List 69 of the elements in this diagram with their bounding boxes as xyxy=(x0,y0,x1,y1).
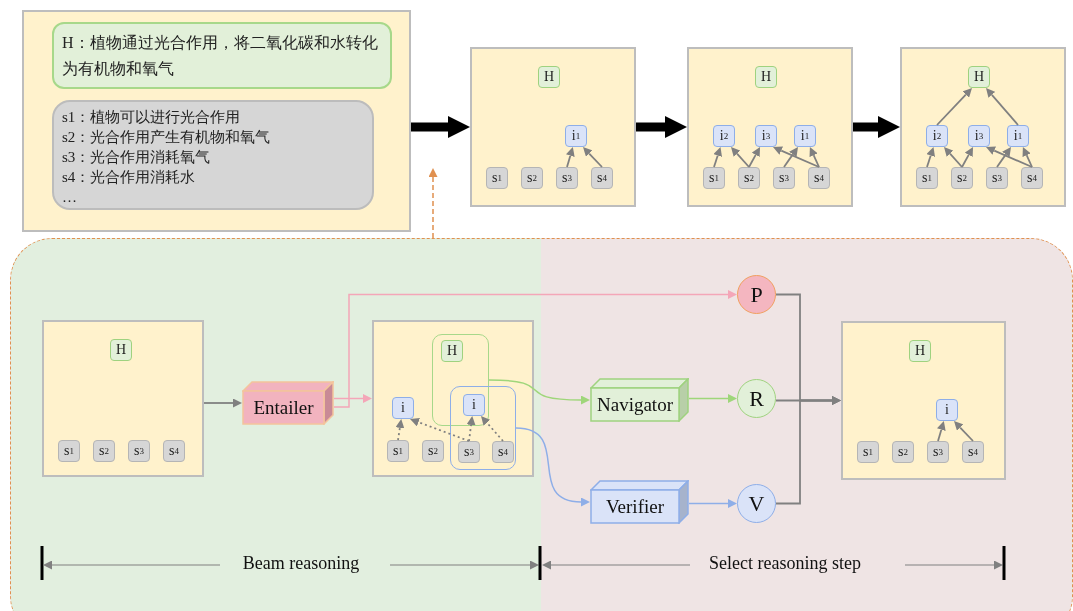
hypothesis-box: H xyxy=(909,340,931,362)
arrow xyxy=(775,396,841,505)
arrow xyxy=(748,147,761,168)
arrow xyxy=(515,427,590,507)
arrow xyxy=(466,416,476,442)
block-label: Verifier xyxy=(605,495,665,519)
arrow xyxy=(488,379,590,405)
arrow xyxy=(986,146,1033,168)
arrow xyxy=(203,398,242,408)
stage-label: Beam reasoning xyxy=(242,553,360,574)
module-block xyxy=(242,381,334,425)
arrow xyxy=(688,499,737,508)
arrow xyxy=(1022,147,1033,168)
arrow xyxy=(944,147,963,168)
intermediate-box: i xyxy=(463,394,485,416)
arrow xyxy=(996,147,1011,168)
score-circle: P xyxy=(737,275,776,314)
score-circle: V xyxy=(737,484,776,523)
module-block xyxy=(590,480,689,524)
text-line: s3：光合作用消耗氧气 xyxy=(62,148,211,167)
arrow xyxy=(583,147,603,168)
state-panel xyxy=(687,47,853,207)
state-panel xyxy=(22,10,411,232)
text-line: … xyxy=(62,188,77,207)
arrow xyxy=(926,147,935,168)
arrow xyxy=(411,116,470,138)
hypothesis-box: H xyxy=(538,66,560,88)
hypothesis-box: H xyxy=(968,66,990,88)
hypothesis-box: H：植物通过光合作用，将二氧化碳和水转化为有机物和氧气 xyxy=(52,22,392,89)
dashed-container xyxy=(10,238,1073,611)
block-label: Navigator xyxy=(596,393,674,417)
text-line: s1：植物可以进行光合作用 xyxy=(62,108,241,127)
text-line: s2：光合作用产生有机物和氧气 xyxy=(62,128,271,147)
state-panel xyxy=(900,47,1066,207)
score-circle: R xyxy=(737,379,776,418)
stage-label: Select reasoning step xyxy=(709,553,861,574)
hypothesis-box: H xyxy=(755,66,777,88)
state-panel xyxy=(42,320,204,477)
arrow xyxy=(566,147,575,168)
arrow xyxy=(937,421,946,442)
block-label: Entailer xyxy=(252,396,315,420)
arrow xyxy=(731,147,750,168)
state-panel xyxy=(470,47,636,207)
arrow xyxy=(936,88,972,126)
intermediate-box: i xyxy=(392,397,414,419)
arrow xyxy=(688,394,737,403)
arrow xyxy=(481,416,504,442)
arrow xyxy=(853,116,900,138)
arrow xyxy=(773,146,820,168)
arrow xyxy=(333,394,372,403)
arrow xyxy=(809,147,820,168)
arrow xyxy=(961,147,974,168)
state-panel xyxy=(841,321,1006,480)
arrow xyxy=(783,147,798,168)
text-line: s4：光合作用消耗水 xyxy=(62,168,196,187)
arrow xyxy=(954,421,974,442)
module-block xyxy=(590,378,689,422)
hypothesis-box: H xyxy=(110,339,132,361)
premise-list-box xyxy=(52,100,374,210)
arrow xyxy=(410,417,470,442)
state-panel xyxy=(372,320,534,477)
intermediate-box: i xyxy=(936,399,958,421)
arrow xyxy=(395,419,405,441)
arrow xyxy=(428,168,438,239)
arrow xyxy=(636,116,687,138)
arrow xyxy=(713,147,722,168)
arrow xyxy=(333,290,737,408)
hypothesis-box: H xyxy=(441,340,463,362)
arrow xyxy=(986,88,1019,126)
